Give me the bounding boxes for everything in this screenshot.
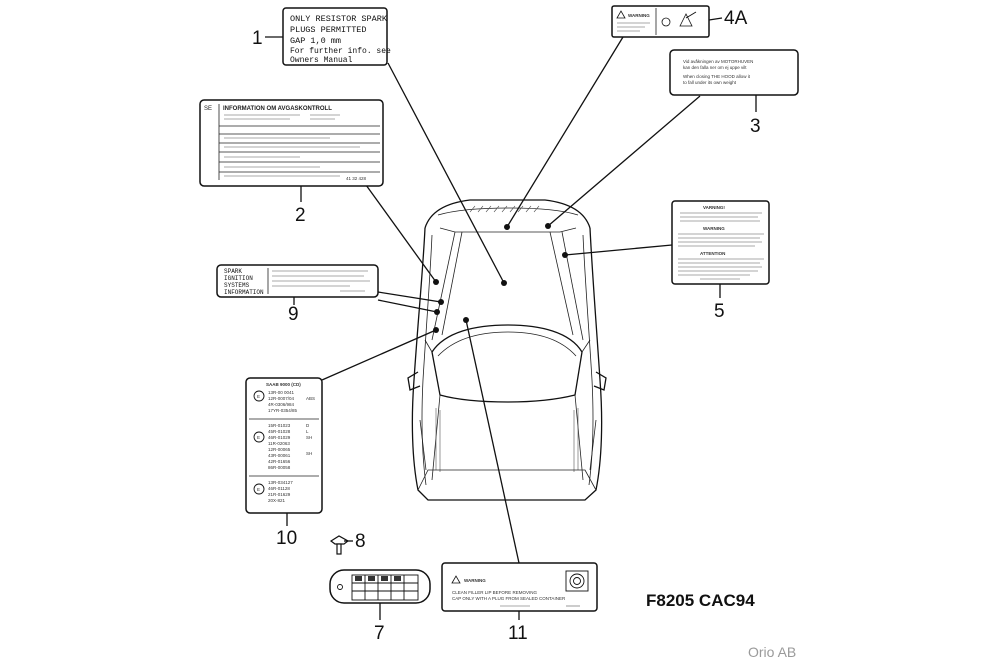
label10-g1-2: 4R-0306/984 [268,402,295,407]
label10-g3-2: 21R-01629 [268,492,291,497]
label4a-warning: WARNING [628,13,650,18]
callout-4a: 4A [724,8,748,29]
label9-line1: SPARK [224,268,242,275]
label10-title: SAAB 9000 (CD) [266,382,301,387]
callout-9: 9 [288,304,299,325]
label2-title: INFORMATION OM AVGASKONTROLL [223,106,332,112]
credit-text: Orio AB [748,644,796,660]
fan-icon [661,17,671,27]
callout-2: 2 [295,205,306,226]
callout-5: 5 [714,301,725,322]
figure-code: F8205 CAC94 [646,591,755,610]
label10-g2-5: 43R-00061 [268,453,291,458]
label-2-emission-info: SE INFORMATION OM AVGASKONTROLL 41 32 42… [199,99,384,226]
label10-g2-3: 11R-02063 [268,441,290,446]
label10-code1: E [257,394,260,399]
label5-heading3: ATTENTION [700,251,725,256]
label10-g1-side-0: ABS [306,396,315,401]
label2-footer: 41 32 428 [346,176,367,181]
callout-11: 11 [508,623,528,644]
label10-g1-3: 17YR-0354/85 [268,408,298,413]
label5-heading1: VARNING! [703,205,725,210]
label10-g1-1: 12R-0007/04 [268,396,295,401]
label3-line3: When closing THE HOOD allow it [683,74,751,79]
label-9-ignition-info: SPARK IGNITION SYSTEMS INFORMATION 9 [216,264,379,325]
label1-line4: For further info. see [290,47,391,56]
label10-g2-2: 46R-01029 [268,435,291,440]
label5-heading2: WARNING [703,226,725,231]
label-1-spark-plugs: ONLY RESISTOR SPARK PLUGS PERMITTED GAP … [252,7,391,66]
label10-code3: E [257,487,260,492]
label1-line1: ONLY RESISTOR SPARK [290,14,388,24]
label3-line1: Vid avåkningen av MOTORHUVEN [683,58,753,64]
label-4a-warning: WARNING 4A [611,5,748,38]
label-7-fuse-label: 7 [329,569,431,644]
label10-g3-0: 13R-034127 [268,480,293,485]
label10-g2-7: 86R-00058 [268,465,291,470]
label2-code: SE [204,106,212,112]
label10-g3-1: 46R-01128 [268,486,290,491]
label10-g2-6: 42R-01656 [268,459,291,464]
label-5-multilingual-warning: VARNING! WARNING ATTENTION 5 [671,200,770,322]
car-top-view [407,199,607,501]
label10-g2-side-2: SH [306,435,312,440]
label11-line1: CLEAN FILLER LIP BEFORE REMOVING [452,590,537,595]
label10-g2-1: 45R-01028 [268,429,291,434]
label-3-hood-warning: Vid avåkningen av MOTORHUVEN kan den fal… [669,49,799,137]
hand-warning-icon [679,13,693,27]
label1-line2: PLUGS PERMITTED [290,25,367,35]
label10-g2-side-3: SH [306,451,312,456]
label11-line2: CAP ONLY WITH A PLUG FROM SEALED CONTAIN… [452,596,566,601]
label10-g2-4: 12R-00065 [268,447,291,452]
label10-g1-0: 13R-00 0041 [268,390,295,395]
item-8-clip: 8 [329,531,366,555]
label10-code2: E [257,435,260,440]
label9-line2: IGNITION [224,275,253,282]
callout-3: 3 [750,116,761,137]
label1-line3: GAP 1,0 mm [290,36,341,46]
leader-lines [321,36,701,564]
label3-line4: to fall under its own weight [683,80,737,85]
callout-8: 8 [355,531,366,552]
label10-g2-side-0: D [306,423,310,428]
label9-line3: SYSTEMS [224,282,250,289]
label1-line5: Owners Manual [290,56,353,65]
label10-g2-0: 15R-01023 [268,423,291,428]
label11-warning: WARNING [464,578,486,583]
label10-g3-3: 20X-821 [268,498,286,503]
label10-g2-side-1: L [306,429,309,434]
label9-line4: INFORMATION [224,289,264,296]
callout-1: 1 [252,28,263,49]
fuel-cap-icon [569,573,585,589]
callout-7: 7 [374,623,385,644]
label3-line2: kan den falla ner om ej uppe vilt [683,65,747,70]
callout-10: 10 [276,528,297,549]
label-11-fuel-cap-warning: WARNING CLEAN FILLER LIP BEFORE REMOVING… [441,562,598,644]
label-10-type-approval: SAAB 9000 (CD) E E E 13R-00 0041 12R-000… [245,377,323,549]
